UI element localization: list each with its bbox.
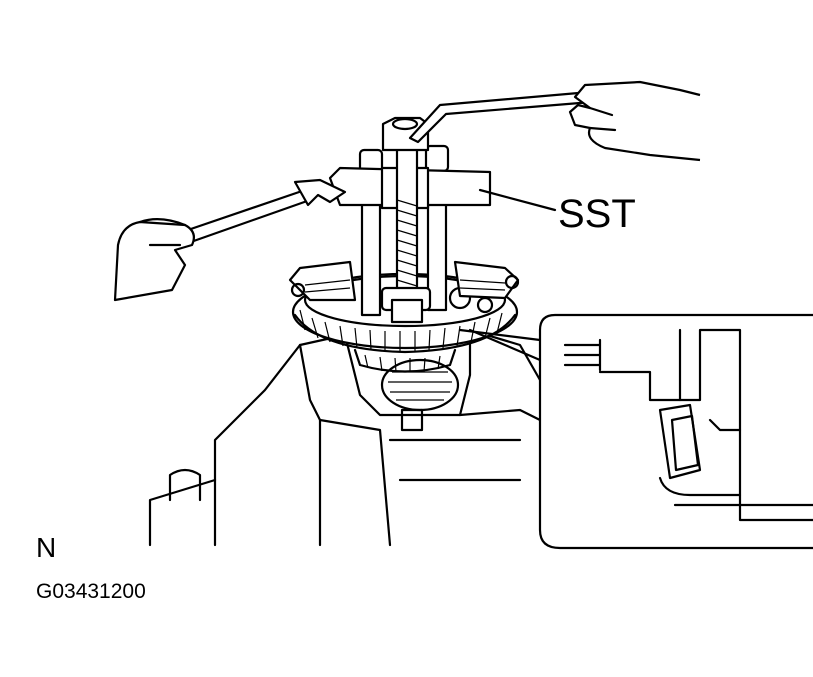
leader-lines [458, 188, 557, 362]
sst-puller [328, 116, 492, 324]
left-hand [113, 218, 195, 302]
detail-inset [538, 313, 813, 550]
wrench [180, 178, 347, 245]
right-hand [568, 80, 701, 162]
puller-jaws [288, 260, 520, 302]
hex-key-bar [408, 90, 594, 144]
figure-code: G03431200 [36, 580, 146, 603]
orientation-label: N [36, 532, 57, 563]
sst-label: SST [558, 192, 636, 236]
transaxle-housing [148, 328, 542, 547]
